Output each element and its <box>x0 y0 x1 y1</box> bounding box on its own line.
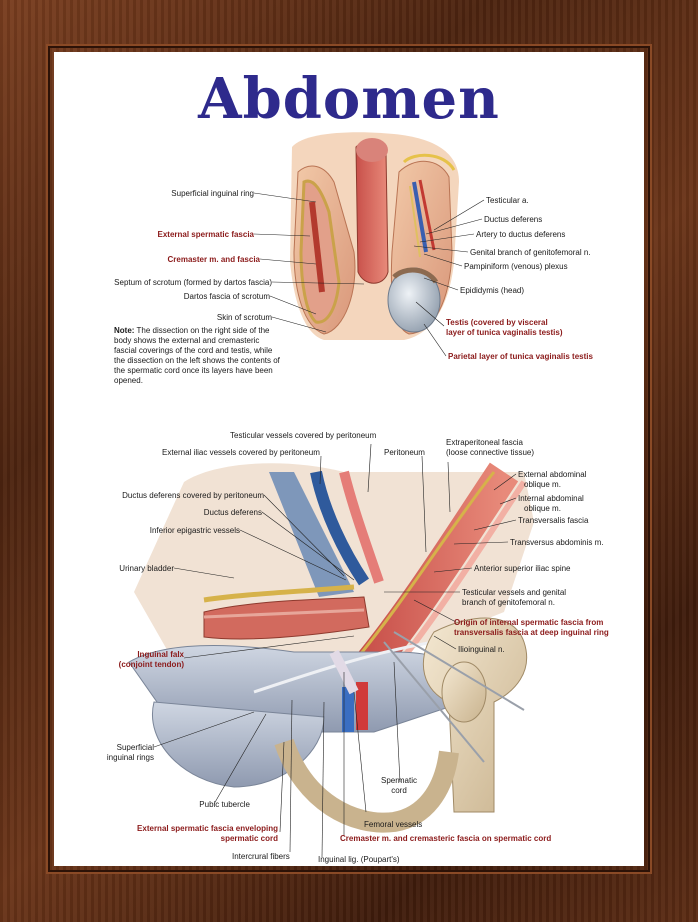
label-cremaster: Cremaster m. and fascia <box>167 255 261 264</box>
label-septum: Septum of scrotum (formed by dartos fasc… <box>114 278 272 287</box>
label-ext-enveloping-1: External spermatic fascia enveloping <box>137 824 278 833</box>
bottom-leader-lines <box>153 443 517 858</box>
label-artery-ductus: Artery to ductus deferens <box>476 230 566 239</box>
label-ext-enveloping-2: spermatic cord <box>220 834 278 843</box>
label-origin-internal-2: transversalis fascia at deep inguinal ri… <box>454 628 609 637</box>
label-testicular-a: Testicular a. <box>486 196 529 205</box>
label-falx-2: (conjoint tendon) <box>118 660 184 669</box>
label-asis: Anterior superior iliac spine <box>474 564 571 573</box>
label-ductus: Ductus deferens <box>203 508 262 517</box>
label-int-oblique-2: oblique m. <box>524 504 561 513</box>
label-inguinal-lig: Inguinal lig. (Poupart's) <box>318 855 400 864</box>
label-pubic-tubercle: Pubic tubercle <box>199 800 250 809</box>
label-parietal: Parietal layer of tunica vaginalis testi… <box>448 352 593 361</box>
label-transversalis: Transversalis fascia <box>518 516 589 525</box>
label-sup-rings-1: Superficial <box>116 743 154 752</box>
label-bladder: Urinary bladder <box>119 564 174 573</box>
label-testicular-genital-1: Testicular vessels and genital <box>462 588 567 597</box>
anatomy-illustrations <box>128 132 534 858</box>
label-ilioinguinal: Ilioinguinal n. <box>458 645 505 654</box>
label-spermatic-cord-1: Spermatic <box>380 776 417 785</box>
note-text: The dissection on the right side of the … <box>114 326 280 385</box>
label-spermatic-cord-2: cord <box>391 786 407 795</box>
label-cremaster-cord: Cremaster m. and cremasteric fascia on s… <box>340 834 552 843</box>
label-inf-epigastric: Inferior epigastric vessels <box>149 526 240 535</box>
label-ext-oblique-2: oblique m. <box>524 480 561 489</box>
label-testicular-genital-2: branch of genitofemoral n. <box>462 598 555 607</box>
top-leader-lines <box>253 192 485 357</box>
label-transversus: Transversus abdominis m. <box>510 538 604 547</box>
label-femoral: Femoral vessels <box>364 820 423 829</box>
anatomy-poster: Abdomen <box>54 52 644 866</box>
label-epididymis: Epididymis (head) <box>460 286 525 295</box>
label-dartos: Dartos fascia of scrotum <box>183 292 270 301</box>
label-external-iliac: External iliac vessels covered by perito… <box>162 448 320 457</box>
label-ductus-deferens: Ductus deferens <box>484 215 543 224</box>
label-peritoneum: Peritoneum <box>384 448 425 457</box>
label-int-oblique-1: Internal abdominal <box>518 494 584 503</box>
dissection-note: Note: The dissection on the right side o… <box>114 326 284 386</box>
label-testis-1: Testis (covered by visceral <box>446 318 548 327</box>
label-genital-branch: Genital branch of genitofemoral n. <box>470 248 591 257</box>
label-extraperitoneal-1: Extraperitoneal fascia <box>446 438 523 447</box>
note-heading: Note: <box>114 326 135 335</box>
label-external-spermatic-fascia: External spermatic fascia <box>157 230 255 239</box>
label-testis-2: layer of tunica vaginalis testis) <box>446 328 563 337</box>
scrotum-dissection-figure <box>290 132 459 340</box>
label-falx-1: Inguinal falx <box>137 650 184 659</box>
label-origin-internal-1: Origin of internal spermatic fascia from <box>454 618 604 627</box>
label-skin: Skin of scrotum <box>216 313 272 322</box>
label-testicular-vessels-peritoneum: Testicular vessels covered by peritoneum <box>230 431 377 440</box>
label-ext-oblique-1: External abdominal <box>518 470 587 479</box>
label-pampiniform: Pampiniform (venous) plexus <box>464 262 568 271</box>
label-intercrural: Intercrural fibers <box>232 852 290 861</box>
label-sup-rings-2: inguinal rings <box>106 753 154 762</box>
inguinal-region-figure <box>128 462 534 833</box>
poster-title: Abdomen <box>198 66 500 132</box>
label-ductus-peritoneum: Ductus deferens covered by peritoneum <box>122 491 264 500</box>
label-extraperitoneal-2: (loose connective tissue) <box>446 448 535 457</box>
label-superficial-inguinal-ring: Superficial inguinal ring <box>171 189 254 198</box>
